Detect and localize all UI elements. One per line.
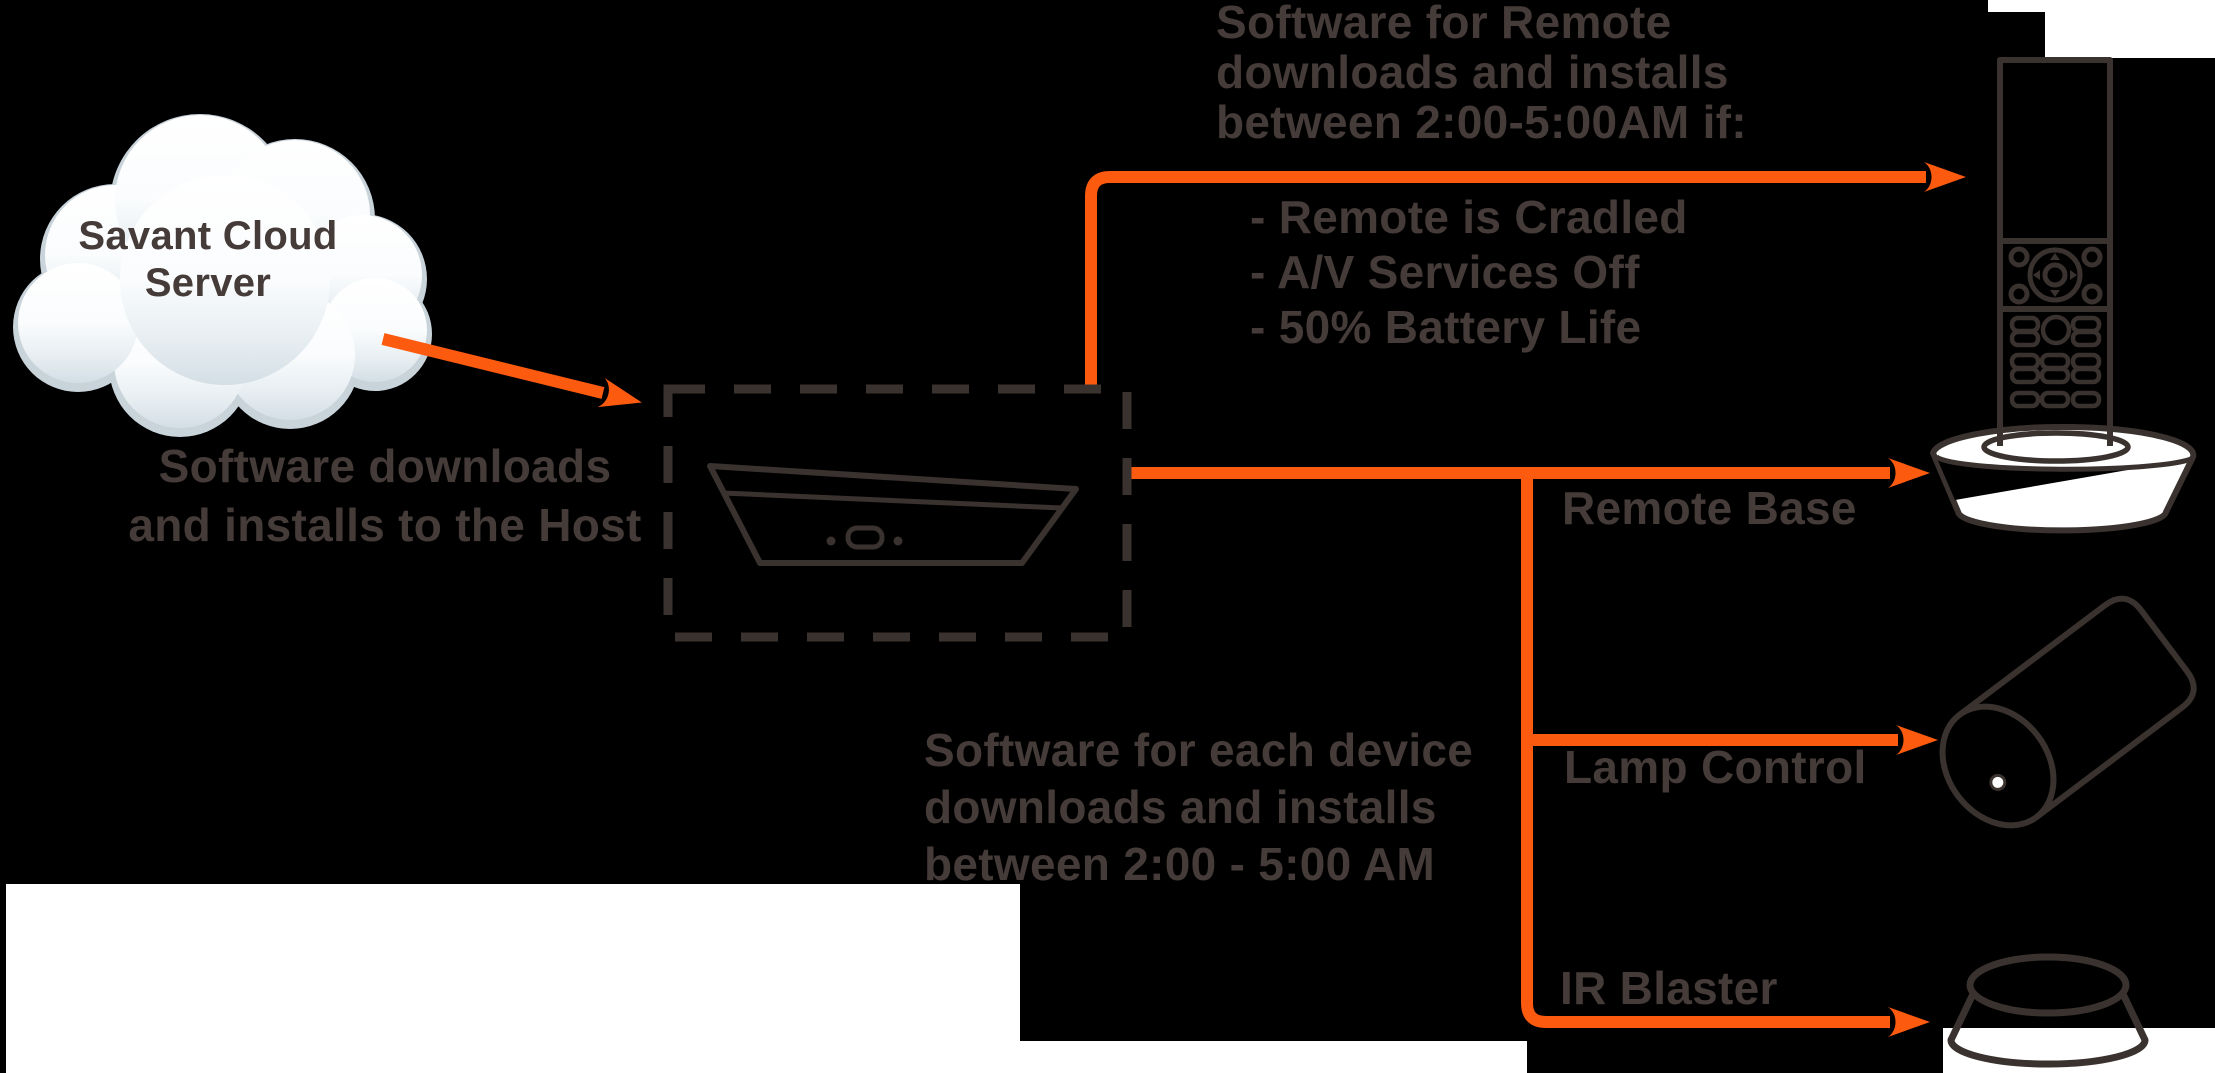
lamp-control-icon	[1939, 595, 2197, 829]
remote-conditions-list: - Remote is Cradled - A/V Services Off -…	[1250, 191, 1688, 353]
savant-cloud-icon	[13, 114, 432, 437]
ir-blaster-icon	[1947, 953, 2149, 1068]
branch-to-ir-blaster-arrow	[1521, 473, 1930, 1037]
lamp-control-label: Lamp Control	[1564, 741, 1867, 793]
remote-update-note: Software for Remote downloads and instal…	[1216, 0, 1747, 148]
cloud-to-host-arrow	[381, 333, 642, 408]
white-background-patches	[6, 0, 2215, 1073]
host-caption: Software downloads and installs to the H…	[128, 440, 642, 551]
remote-base-icon	[1930, 423, 2197, 534]
white-patch	[1006, 1041, 1527, 1073]
ir-blaster-label: IR Blaster	[1560, 962, 1778, 1014]
host-dashed-box	[663, 384, 1132, 642]
remote-icon	[1997, 57, 2113, 446]
white-patch	[6, 884, 1020, 1073]
cloud-label: Savant Cloud Server	[78, 214, 338, 305]
remote-base-slot	[1981, 430, 2131, 464]
host-device-icon	[707, 463, 1079, 566]
white-patch	[2045, 0, 2215, 58]
host-to-remote-arrow	[1085, 162, 1966, 390]
device-update-note: Software for each device downloads and i…	[924, 724, 1474, 890]
white-patch	[1988, 0, 2048, 12]
arrows	[381, 162, 1966, 1037]
remote-base-label: Remote Base	[1562, 482, 1857, 534]
